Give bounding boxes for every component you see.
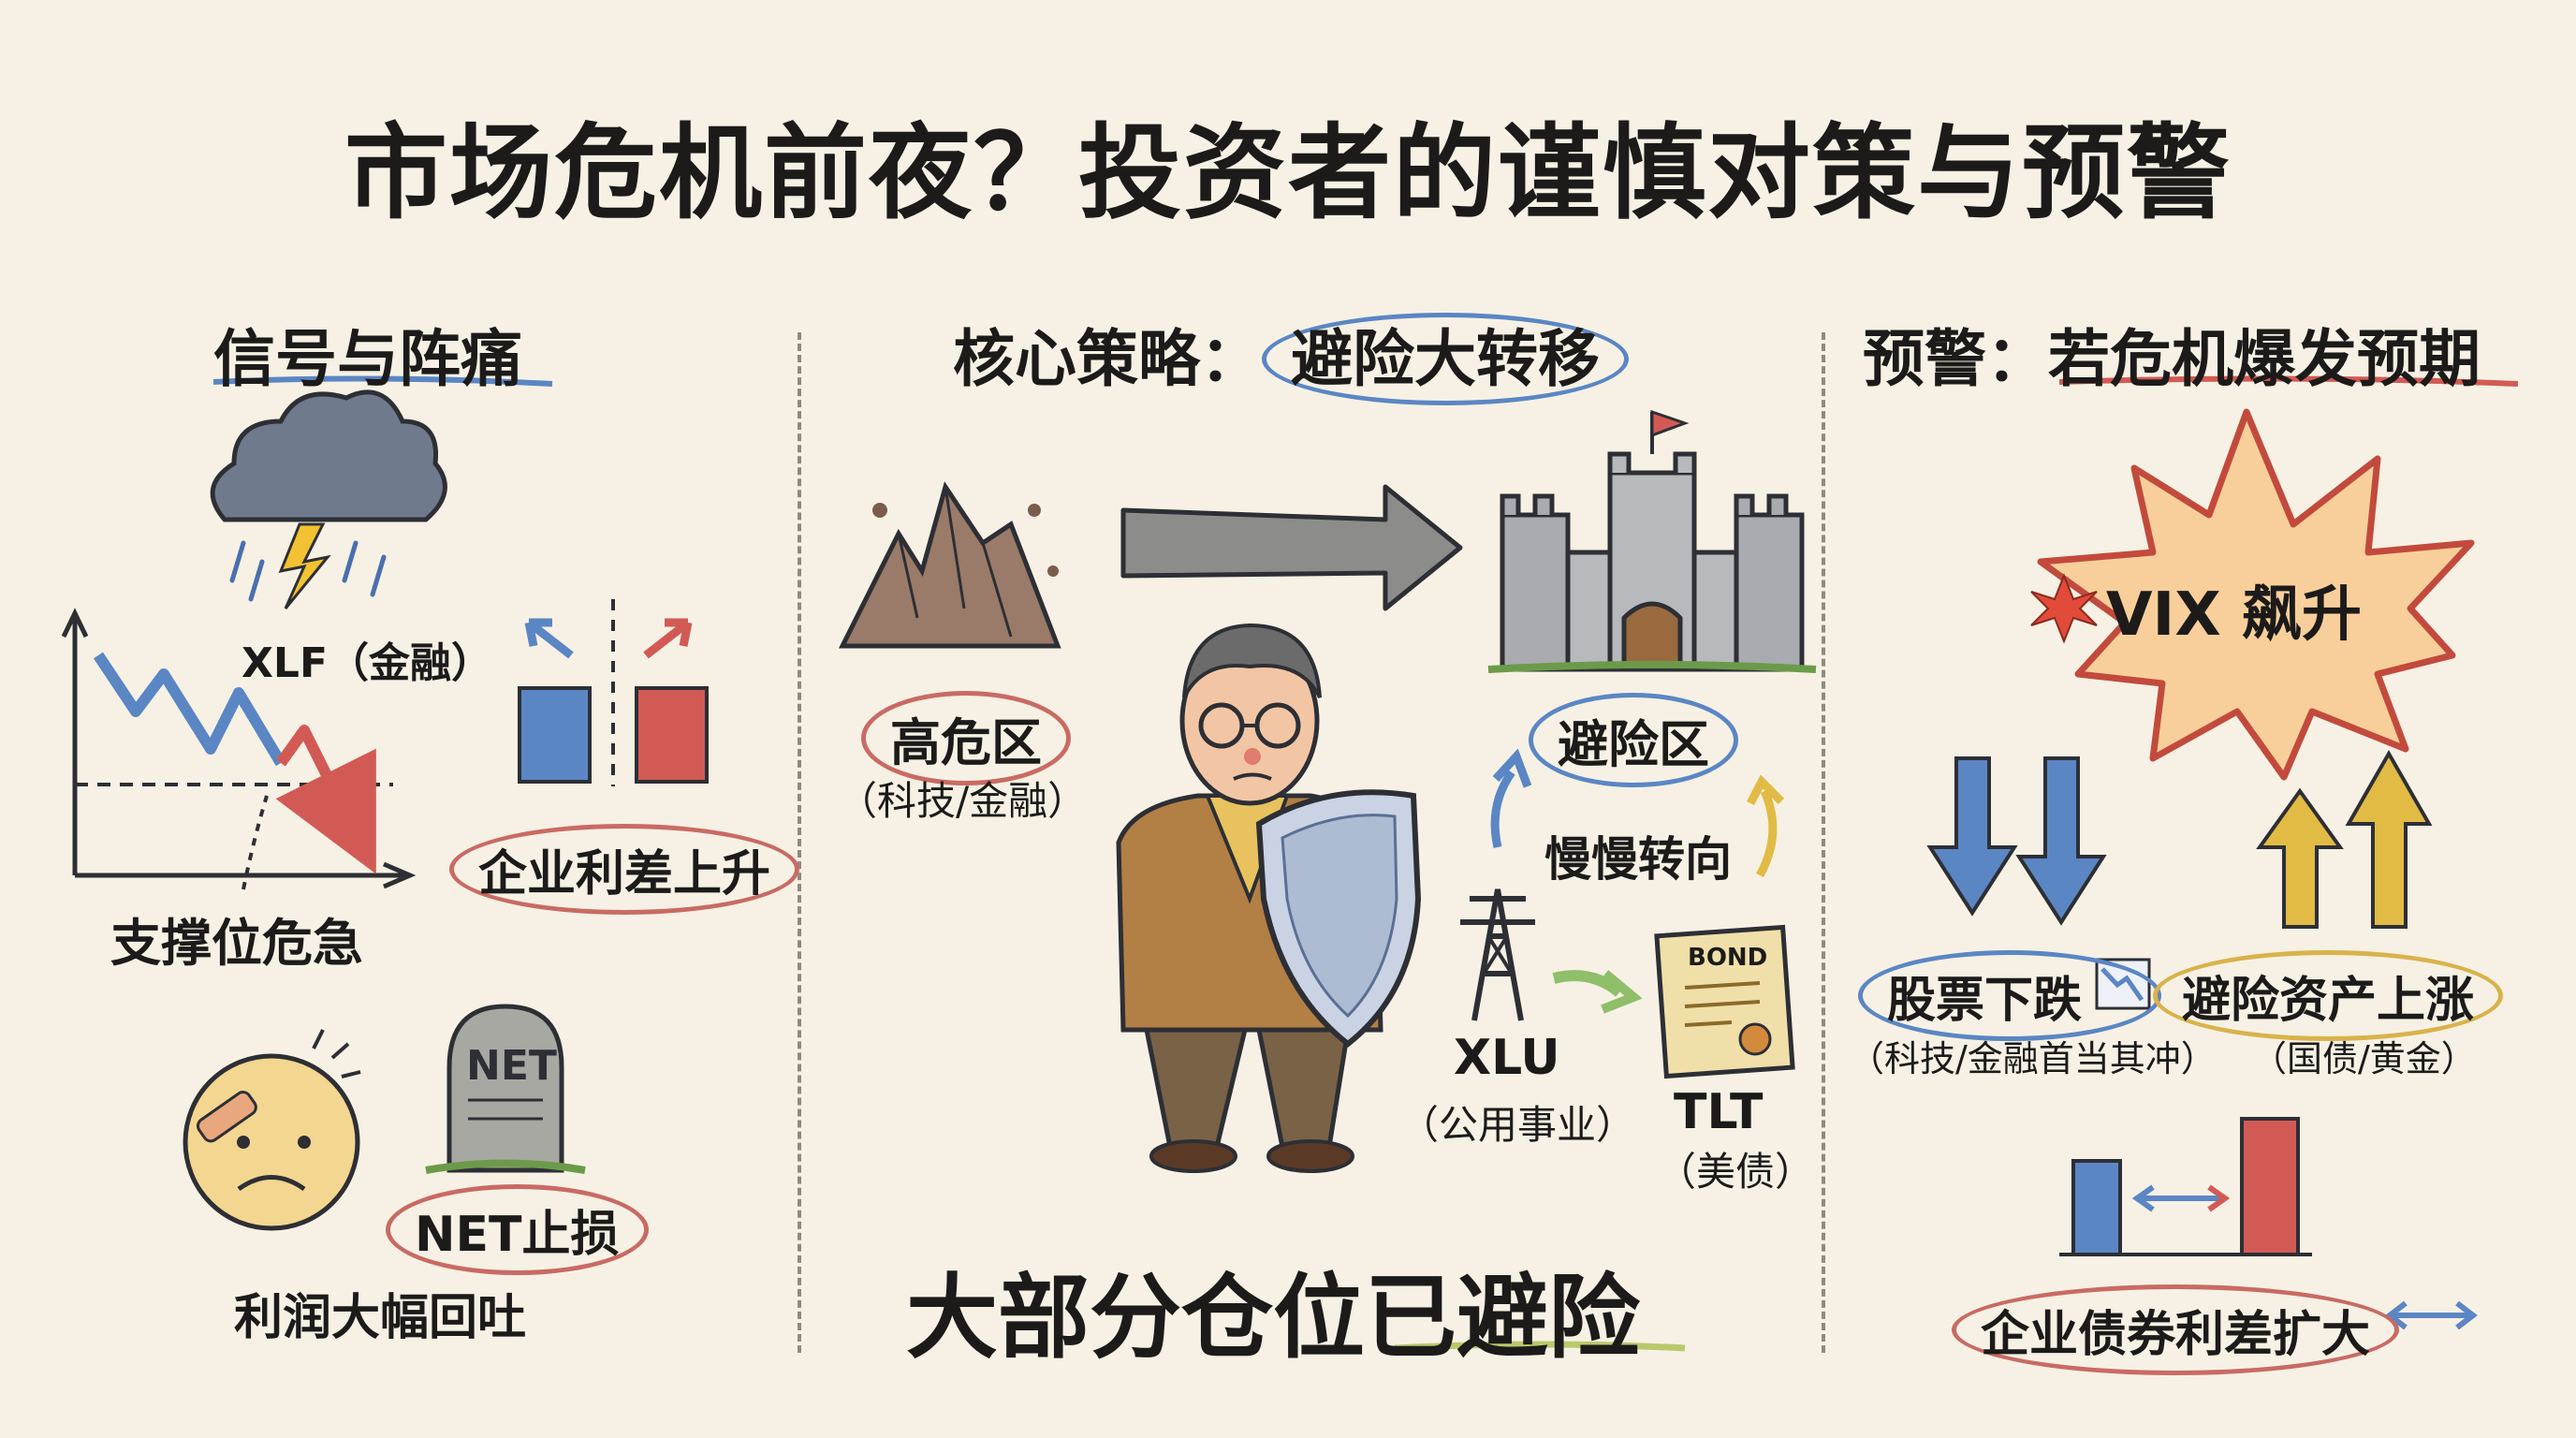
green-arrow-icon <box>1552 970 1623 997</box>
left-heading-underline <box>212 375 553 387</box>
stock-down-label: 股票下跌 <box>1858 950 2162 1041</box>
right-heading-underline <box>2058 375 2519 387</box>
middle-heading-highlight: 避险大转移 <box>1262 313 1629 405</box>
bond-spread-label: 企业债券利差扩大 <box>1952 1284 2400 1375</box>
stock-down-sub: （科技/金融首当其冲） <box>1849 1038 2217 1079</box>
bond-text: BOND <box>1688 944 1768 972</box>
net-stone-text: NET <box>466 1042 557 1090</box>
slow-turn-arrowhead-left <box>1492 748 1532 788</box>
profit-label: 利润大幅回吐 <box>234 1290 527 1346</box>
power-tower-icon <box>1460 888 1535 1021</box>
xlu-label: XLU <box>1454 1030 1560 1086</box>
spread-bars-icon <box>518 599 709 786</box>
bottom-statement: 大部分仓位已避险 <box>906 1265 1641 1372</box>
right-heading-prefix: 预警： <box>1863 323 2048 395</box>
bottom-statement-underline <box>1394 1341 1686 1352</box>
tlt-sub: （美债） <box>1657 1149 1815 1195</box>
xlf-label: XLF（金融） <box>242 639 493 687</box>
slow-turn-arrow-right-icon <box>1756 789 1778 878</box>
high-risk-label: 高危区 <box>861 691 1071 785</box>
green-arrowhead <box>1601 970 1643 1014</box>
divider-left <box>798 332 801 1353</box>
double-arrow-icon <box>2385 1300 2478 1330</box>
left-heading: 信号与阵痛 <box>213 323 522 395</box>
spread-widening-bars-icon <box>2059 1117 2312 1256</box>
small-burst-icon <box>2030 573 2098 644</box>
storm-cloud-icon <box>210 389 447 609</box>
shield-icon <box>1255 789 1422 1048</box>
net-stop-label: NET止损 <box>386 1184 649 1275</box>
high-risk-sub: （科技/金融） <box>838 778 1088 824</box>
divider-right <box>1822 332 1825 1353</box>
xlu-sub: （公用事业） <box>1399 1102 1636 1148</box>
right-heading-highlight: 若危机爆发预期 <box>2048 323 2481 395</box>
slow-turn-arrow-left-icon <box>1490 770 1515 848</box>
big-transfer-arrow <box>1120 484 1463 611</box>
support-label: 支撑位危急 <box>110 914 363 973</box>
slow-turn-arrowhead-right <box>1747 774 1785 806</box>
gravestone-icon <box>425 1004 586 1174</box>
explosion-icon <box>2037 408 2475 781</box>
safe-assets-up-label: 避险资产上涨 <box>2153 950 2504 1041</box>
sad-face-icon <box>183 1029 361 1231</box>
page-title: 市场危机前夜？投资者的谨慎对策与预警 <box>344 113 2232 233</box>
spread-label: 企业利差上升 <box>449 824 800 915</box>
safe-zone-label: 避险区 <box>1529 693 1738 787</box>
vix-label: VIX 飙升 <box>2106 580 2362 650</box>
down-arrows-icon <box>1926 756 2107 926</box>
middle-heading-prefix: 核心策略： <box>953 323 1262 395</box>
right-heading: 预警：若危机爆发预期 <box>1863 309 2481 399</box>
up-arrows-icon <box>2256 749 2433 929</box>
middle-heading: 核心策略：避险大转移 <box>953 309 1629 405</box>
safe-assets-up-sub: （国债/黄金） <box>2251 1038 2477 1079</box>
bond-certificate-icon <box>1654 924 1795 1079</box>
xlf-line-chart <box>61 608 417 890</box>
rubble-icon <box>838 481 1061 649</box>
slow-turn-label: 慢慢转向 <box>1544 832 1732 887</box>
castle-icon <box>1487 409 1817 673</box>
tlt-label: TLT <box>1674 1084 1764 1140</box>
